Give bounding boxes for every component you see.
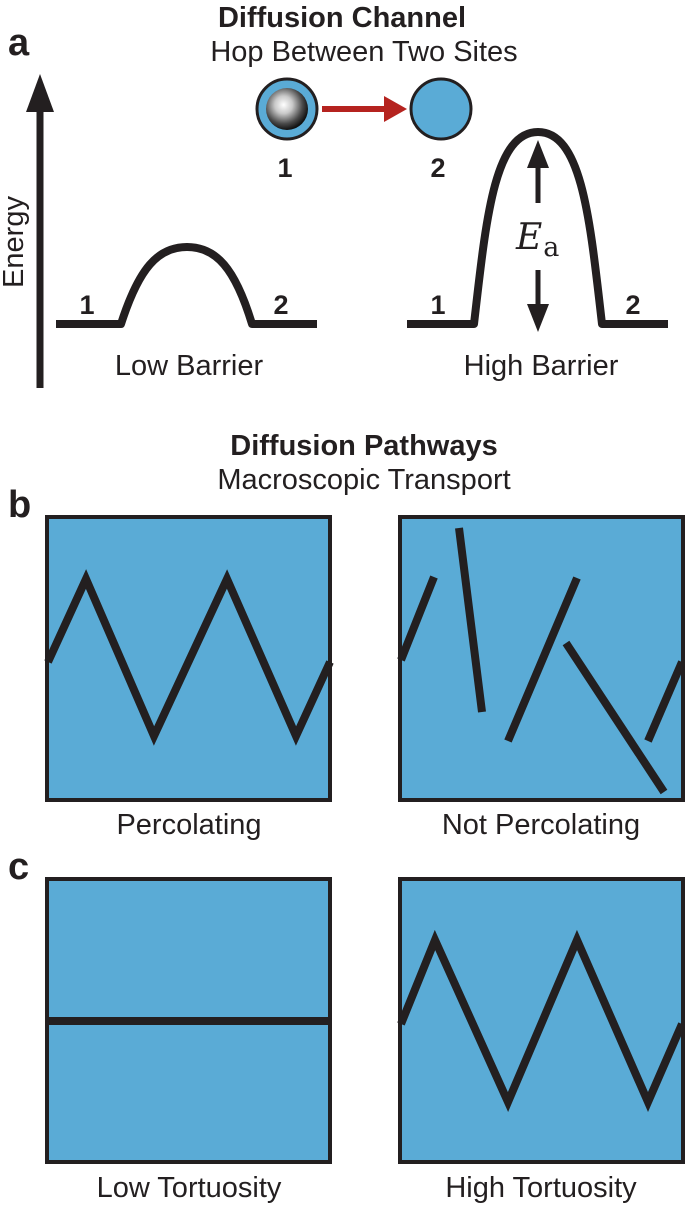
- percolating-box: Percolating: [44, 515, 334, 841]
- low-barrier-site-1: 1: [79, 290, 94, 320]
- panel-b-subtitle: Macroscopic Transport: [217, 464, 510, 496]
- low-barrier-diagram: 1 2 Low Barrier: [56, 243, 317, 382]
- panel-a-letter: a: [8, 22, 30, 64]
- panel-b-letter: b: [8, 484, 31, 526]
- pathway-fragment-3: [504, 576, 581, 743]
- percolating-caption: Percolating: [116, 809, 261, 841]
- site-1-label: 1: [277, 153, 292, 183]
- activation-energy-symbol: Ea: [515, 217, 559, 263]
- site-2-label: 2: [430, 153, 445, 183]
- pathway-fragment-5: [644, 660, 685, 743]
- hop-illustration: 1 2: [255, 77, 473, 183]
- low-tortuosity-box: Low Tortuosity: [45, 877, 332, 1204]
- percolating-medium: [45, 515, 332, 802]
- panel-c: c Low Tortuosity High Tortuosity: [8, 846, 685, 1204]
- panel-b-title: Diffusion Pathways: [230, 430, 498, 462]
- high-tortuosity-box: High Tortuosity: [397, 877, 685, 1204]
- activation-arrow-up-head: [527, 140, 549, 168]
- panel-b: Diffusion Pathways Macroscopic Transport…: [8, 430, 685, 841]
- not-percolating-caption: Not Percolating: [442, 809, 640, 841]
- low-barrier-curve: [56, 243, 317, 328]
- activation-arrow-down-head: [527, 304, 549, 332]
- site-2-cage: [409, 77, 473, 141]
- panel-c-letter: c: [8, 846, 29, 888]
- low-barrier-site-2: 2: [273, 290, 288, 320]
- pathway-fragment-4: [562, 640, 668, 795]
- low-barrier-caption: Low Barrier: [115, 350, 264, 382]
- high-barrier-diagram: 1 2 Ea High Barrier: [407, 128, 668, 382]
- mobile-ion: [266, 88, 308, 130]
- energy-axis-label: Energy: [0, 196, 30, 288]
- high-tortuosity-caption: High Tortuosity: [445, 1172, 637, 1204]
- high-barrier-site-1: 1: [430, 290, 445, 320]
- panel-a-title: Diffusion Channel: [218, 2, 466, 34]
- pathway-fragment-1: [397, 575, 438, 662]
- high-barrier-caption: High Barrier: [464, 350, 619, 382]
- not-percolating-box: Not Percolating: [397, 515, 685, 841]
- high-barrier-curve: [407, 128, 668, 328]
- percolating-pathway: [44, 569, 334, 746]
- energy-axis-arrowhead: [26, 74, 54, 112]
- tortuous-pathway: [397, 929, 685, 1112]
- high-barrier-site-2: 2: [625, 290, 640, 320]
- low-tortuosity-caption: Low Tortuosity: [97, 1172, 282, 1204]
- panel-a: a Diffusion Channel Hop Between Two Site…: [0, 2, 668, 388]
- energy-axis: Energy: [0, 74, 54, 388]
- pathway-fragment-2: [455, 527, 486, 713]
- hop-arrow-head: [384, 96, 407, 122]
- panel-a-subtitle: Hop Between Two Sites: [210, 36, 517, 68]
